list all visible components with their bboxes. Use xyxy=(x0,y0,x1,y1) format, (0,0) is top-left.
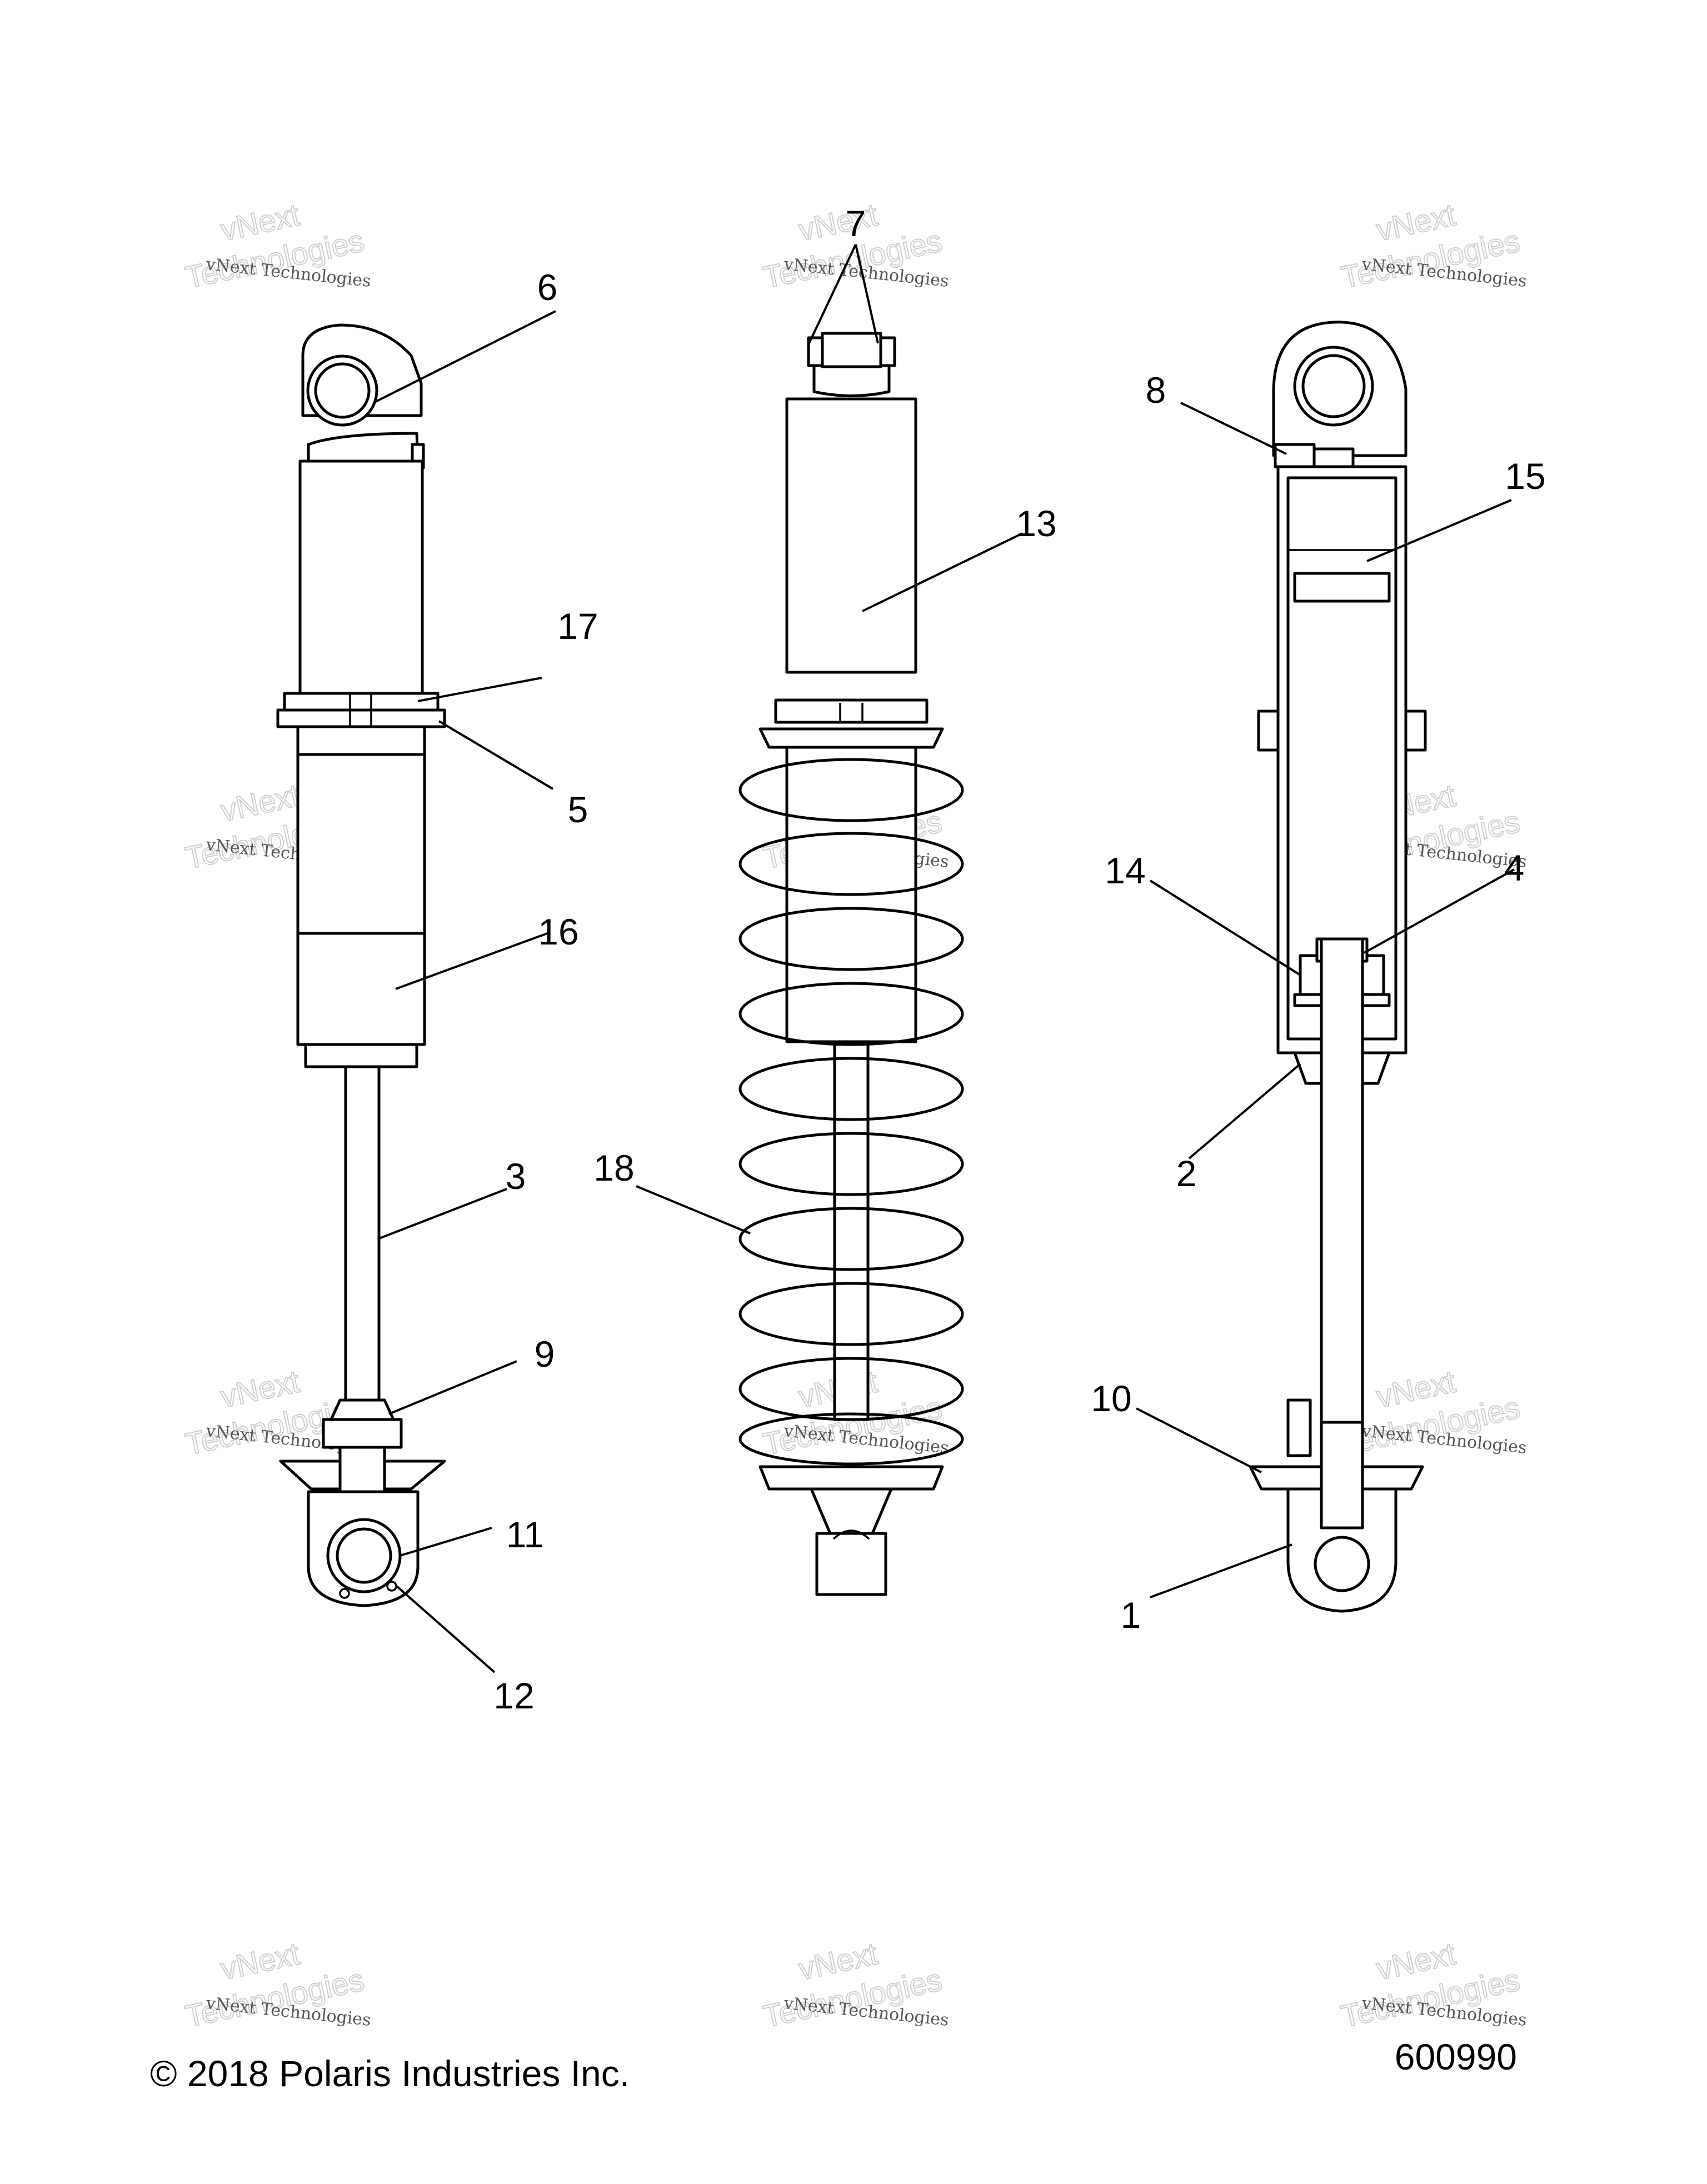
callout-5: 5 xyxy=(568,789,588,830)
callout-15: 15 xyxy=(1505,456,1545,497)
coil-spring xyxy=(738,758,964,1466)
callout-10: 10 xyxy=(1091,1378,1131,1419)
callout-7: 7 xyxy=(846,203,866,244)
callout-4: 4 xyxy=(1504,847,1525,888)
callout-12: 12 xyxy=(493,1675,534,1716)
callout-6: 6 xyxy=(537,267,558,308)
callout-14: 14 xyxy=(1105,850,1145,891)
copyright-text: © 2018 Polaris Industries Inc. xyxy=(150,2053,630,2094)
callout-9: 9 xyxy=(535,1333,555,1375)
callout-13: 13 xyxy=(1016,503,1056,544)
callout-1: 1 xyxy=(1121,1595,1141,1636)
callouts: 6 7 13 17 5 16 3 18 9 11 12 8 15 14 4 2 … xyxy=(493,203,1545,1716)
callout-11: 11 xyxy=(506,1514,545,1555)
callout-17: 17 xyxy=(557,606,598,647)
callout-8: 8 xyxy=(1146,369,1166,411)
figure-number: 600990 xyxy=(1395,2036,1517,2077)
shock-center-spring xyxy=(738,332,964,1596)
leader-lines xyxy=(373,244,1515,1673)
callout-2: 2 xyxy=(1176,1153,1197,1194)
callout-16: 16 xyxy=(538,911,578,952)
callout-3: 3 xyxy=(506,1156,526,1197)
callout-18: 18 xyxy=(593,1147,634,1188)
